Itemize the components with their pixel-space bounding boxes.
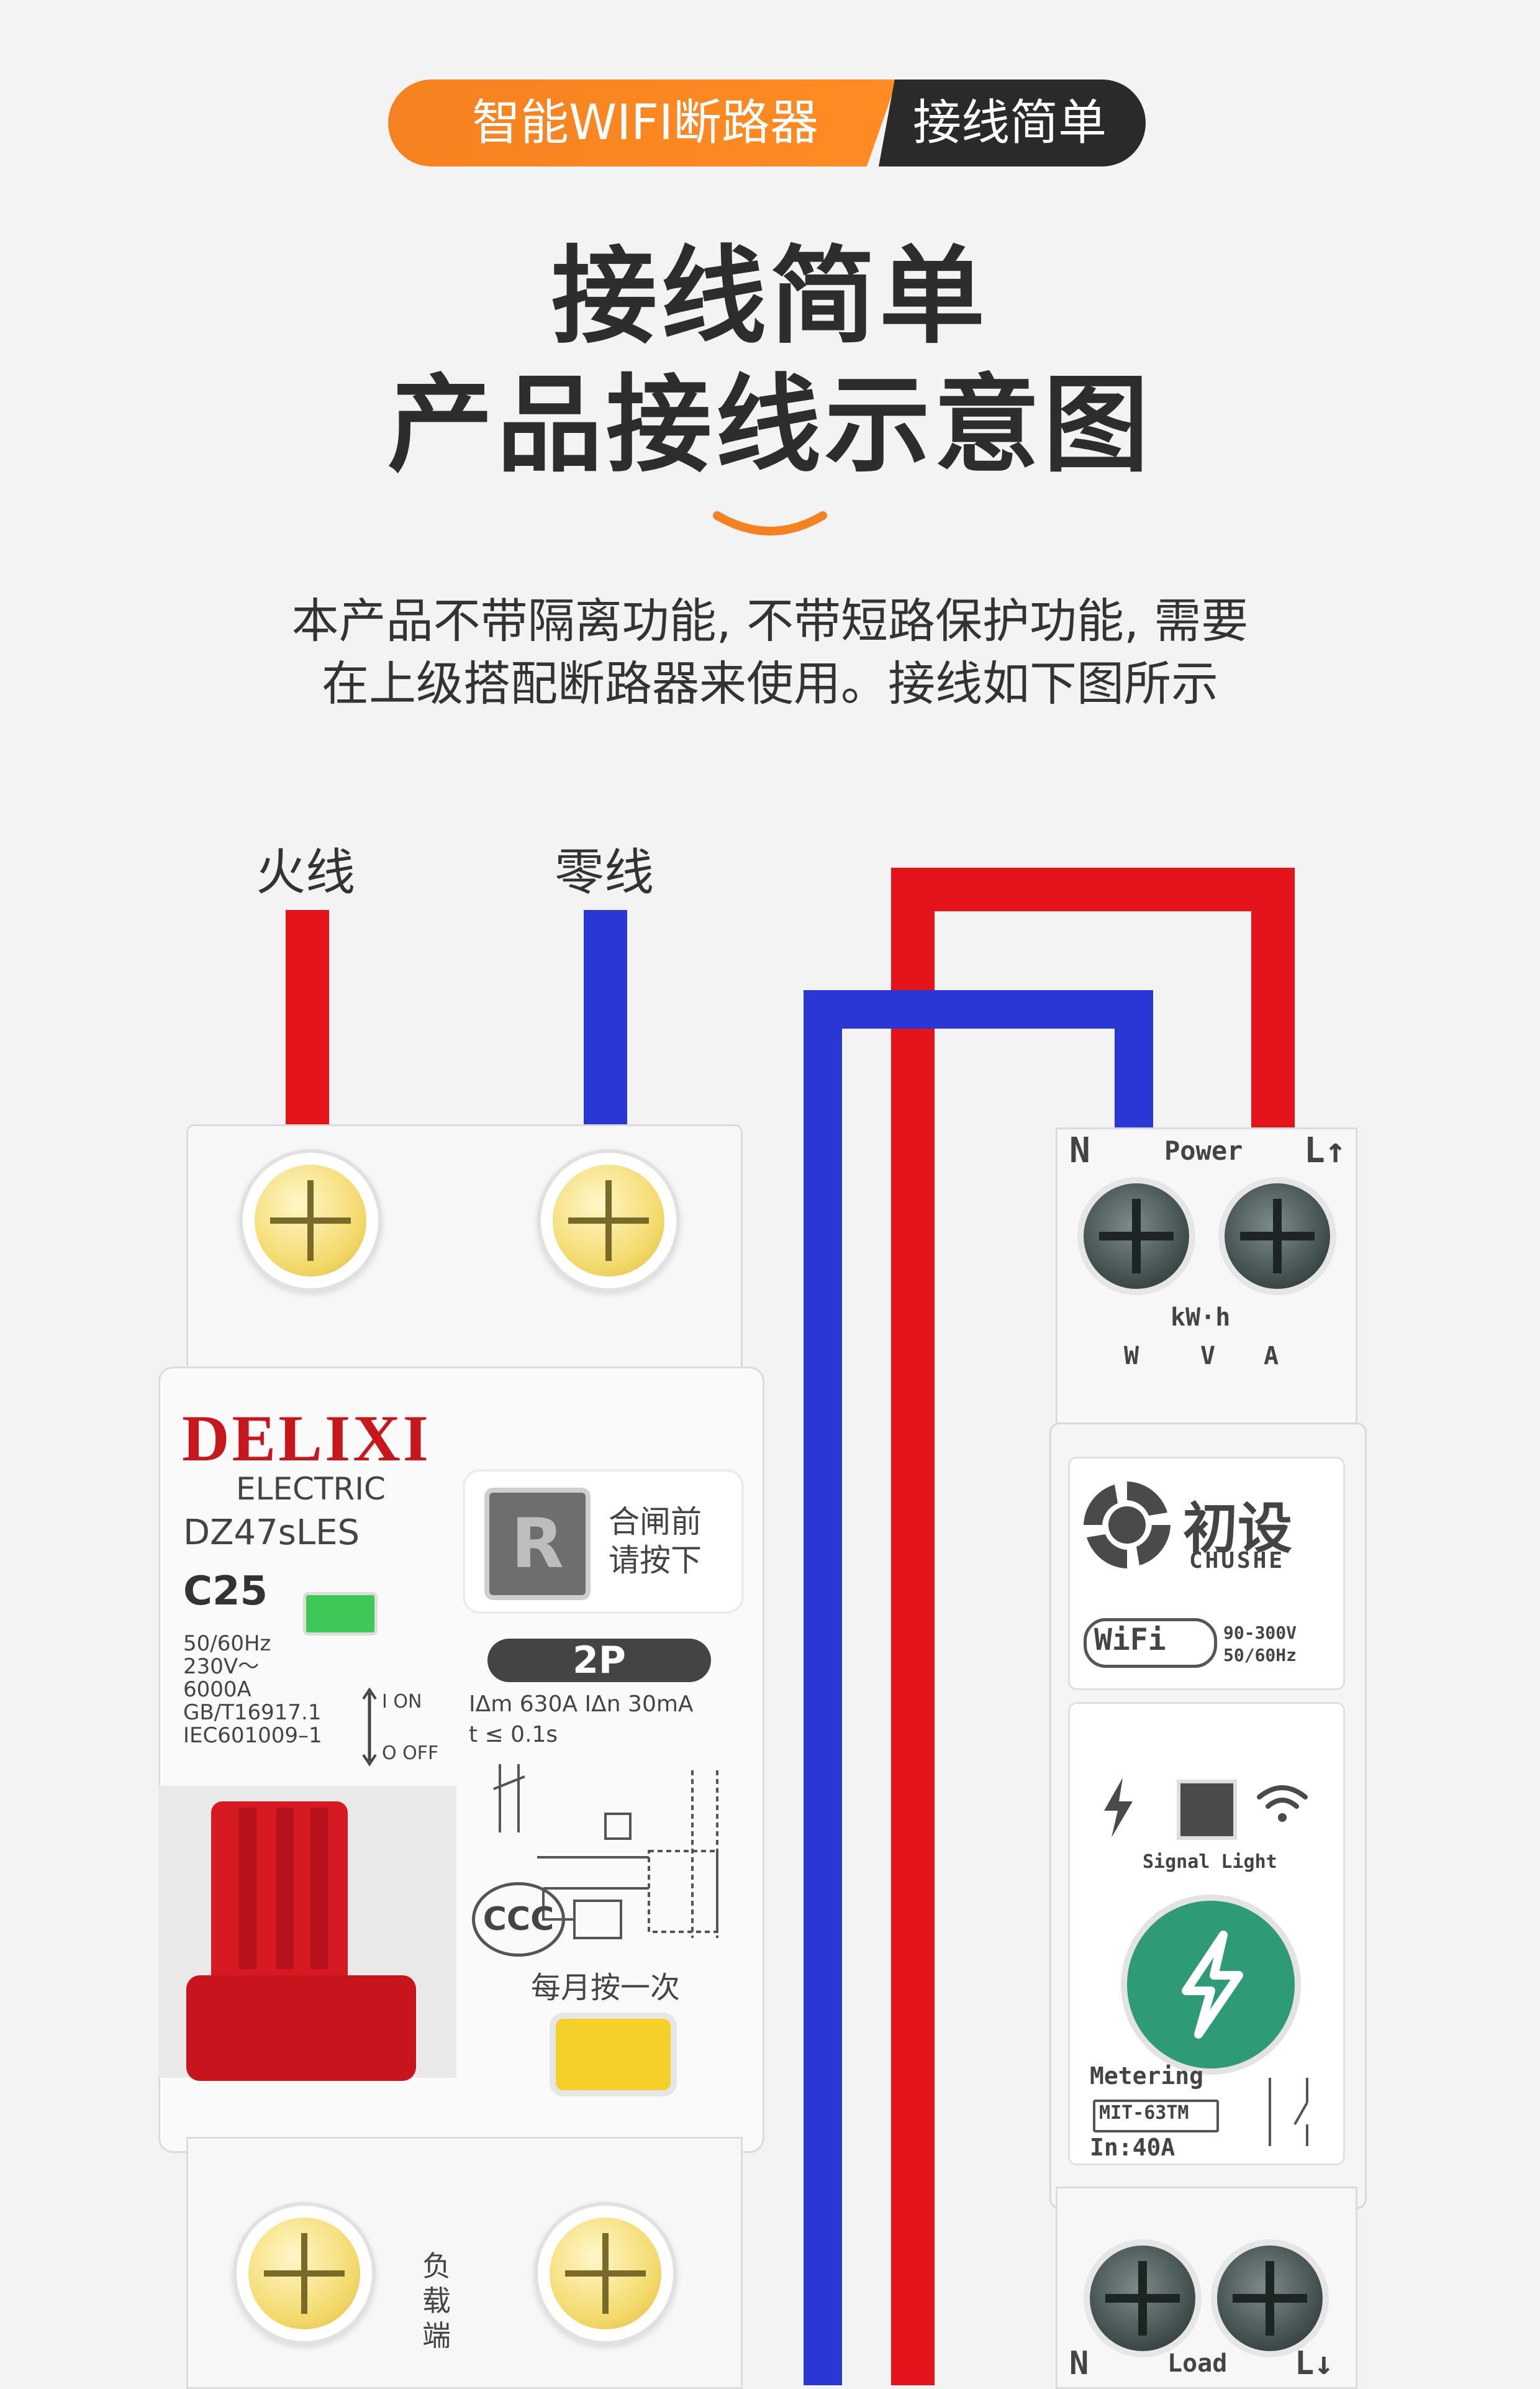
terminal-screw-icon[interactable] bbox=[553, 1165, 664, 1276]
module-model: MIT-63TM bbox=[1099, 2102, 1189, 2124]
page-title: 接线简单 bbox=[551, 235, 989, 358]
reset-note-line-2: 请按下 bbox=[609, 1542, 702, 1578]
module-live-screw-icon[interactable] bbox=[1225, 1183, 1330, 1289]
pill-right-label: 接线简单 bbox=[913, 95, 1107, 151]
leakage-spec: IΔm 630A IΔn 30mA bbox=[469, 1691, 694, 1717]
lightning-icon bbox=[1104, 1778, 1133, 1837]
live-output-wire bbox=[891, 868, 1295, 2385]
status-indicator-icon bbox=[303, 1592, 378, 1636]
model-badge bbox=[1093, 2100, 1219, 2132]
signal-light-label: Signal Light bbox=[1143, 1851, 1277, 1873]
neutral-wire-label: 零线 bbox=[555, 844, 654, 901]
terminal-screw-icon[interactable] bbox=[248, 2218, 360, 2329]
module-load-label: Load bbox=[1167, 2349, 1228, 2378]
chushe-logo-icon bbox=[1084, 1481, 1171, 1568]
page-subtitle: 产品接线示意图 bbox=[387, 364, 1153, 487]
description-line-1: 本产品不带隔离功能, 不带短路保护功能, 需要 bbox=[291, 593, 1249, 648]
off-label: O OFF bbox=[382, 1742, 439, 1764]
module-top-l-label: L↑ bbox=[1304, 1131, 1346, 1171]
live-input-wire bbox=[286, 910, 329, 1124]
breaker-sub-brand: ELECTRIC bbox=[236, 1471, 386, 1507]
smile-divider-icon bbox=[713, 511, 827, 535]
module-power-label: Power bbox=[1164, 1135, 1243, 1166]
frequency: 50/60Hz bbox=[1223, 1645, 1297, 1665]
breaker-model: DZ47sLES bbox=[183, 1513, 360, 1553]
breaker-specs: 50/60Hz 230V～ 6000A GB/T16917.1 IEC60100… bbox=[183, 1631, 322, 1748]
description-line-2: 在上级搭配断路器来使用。接线如下图所示 bbox=[322, 656, 1218, 711]
wifi-badge-label: WiFi bbox=[1094, 1622, 1166, 1657]
lightning-icon bbox=[1182, 1931, 1243, 2039]
unit-amp: A bbox=[1264, 1342, 1279, 1370]
module-current: In:40A bbox=[1090, 2134, 1175, 2161]
module-neutral-screw-icon[interactable] bbox=[1084, 1183, 1189, 1289]
signal-light-indicator bbox=[1177, 1780, 1237, 1840]
terminal-screw-icon[interactable] bbox=[550, 2218, 661, 2329]
reset-button[interactable]: R bbox=[484, 1488, 591, 1600]
live-wire-label: 火线 bbox=[256, 844, 355, 901]
power-toggle-button[interactable] bbox=[1121, 1895, 1301, 2075]
neutral-input-wire bbox=[584, 910, 627, 1124]
metering-label: Metering bbox=[1090, 2062, 1204, 2090]
poles-badge: 2P bbox=[487, 1639, 711, 1682]
neutral-output-wire bbox=[804, 990, 1153, 2385]
ccc-certification-icon: CCC bbox=[472, 1882, 565, 1957]
module-load-neutral-screw-icon[interactable] bbox=[1090, 2246, 1195, 2351]
breaker-brand: DELIXI bbox=[182, 1402, 432, 1475]
test-button[interactable] bbox=[550, 2013, 677, 2096]
module-brand-en: CHUSHE bbox=[1189, 1548, 1285, 1573]
pill-left-label: 智能WIFI断路器 bbox=[472, 95, 818, 151]
terminal-screw-icon[interactable] bbox=[255, 1165, 366, 1276]
header-pill-left bbox=[388, 80, 897, 166]
module-bottom-l-label: L↓ bbox=[1295, 2345, 1334, 2382]
module-brand-cn: 初设 bbox=[1183, 1496, 1293, 1560]
switch-schematic-icon bbox=[1269, 2078, 1308, 2146]
on-label: I ON bbox=[382, 1691, 422, 1713]
module-load-live-screw-icon[interactable] bbox=[1217, 2246, 1323, 2351]
wifi-badge bbox=[1084, 1618, 1217, 1668]
breaker-rating: C25 bbox=[183, 1568, 268, 1614]
header-pill-right bbox=[879, 80, 1146, 166]
on-off-arrow-icon bbox=[362, 1687, 377, 1767]
kwh-label: kW·h bbox=[1171, 1303, 1231, 1332]
reset-note-line-1: 合闸前 bbox=[609, 1504, 702, 1540]
unit-volt: V bbox=[1200, 1342, 1216, 1370]
load-end-label: 负载端 bbox=[422, 2249, 451, 2352]
trip-time: t ≤ 0.1s bbox=[469, 1722, 558, 1747]
wifi-signal-icon bbox=[1257, 1785, 1308, 1822]
unit-watt: W bbox=[1124, 1342, 1139, 1370]
module-bottom-n-label: N bbox=[1069, 2345, 1089, 2382]
breaker-toggle-handle[interactable] bbox=[186, 1795, 416, 2081]
module-top-terminal-block bbox=[1056, 1127, 1357, 1436]
voltage-range: 90-300V bbox=[1223, 1622, 1297, 1643]
test-note: 每月按一次 bbox=[531, 1970, 681, 2005]
module-top-n-label: N bbox=[1069, 1131, 1090, 1171]
